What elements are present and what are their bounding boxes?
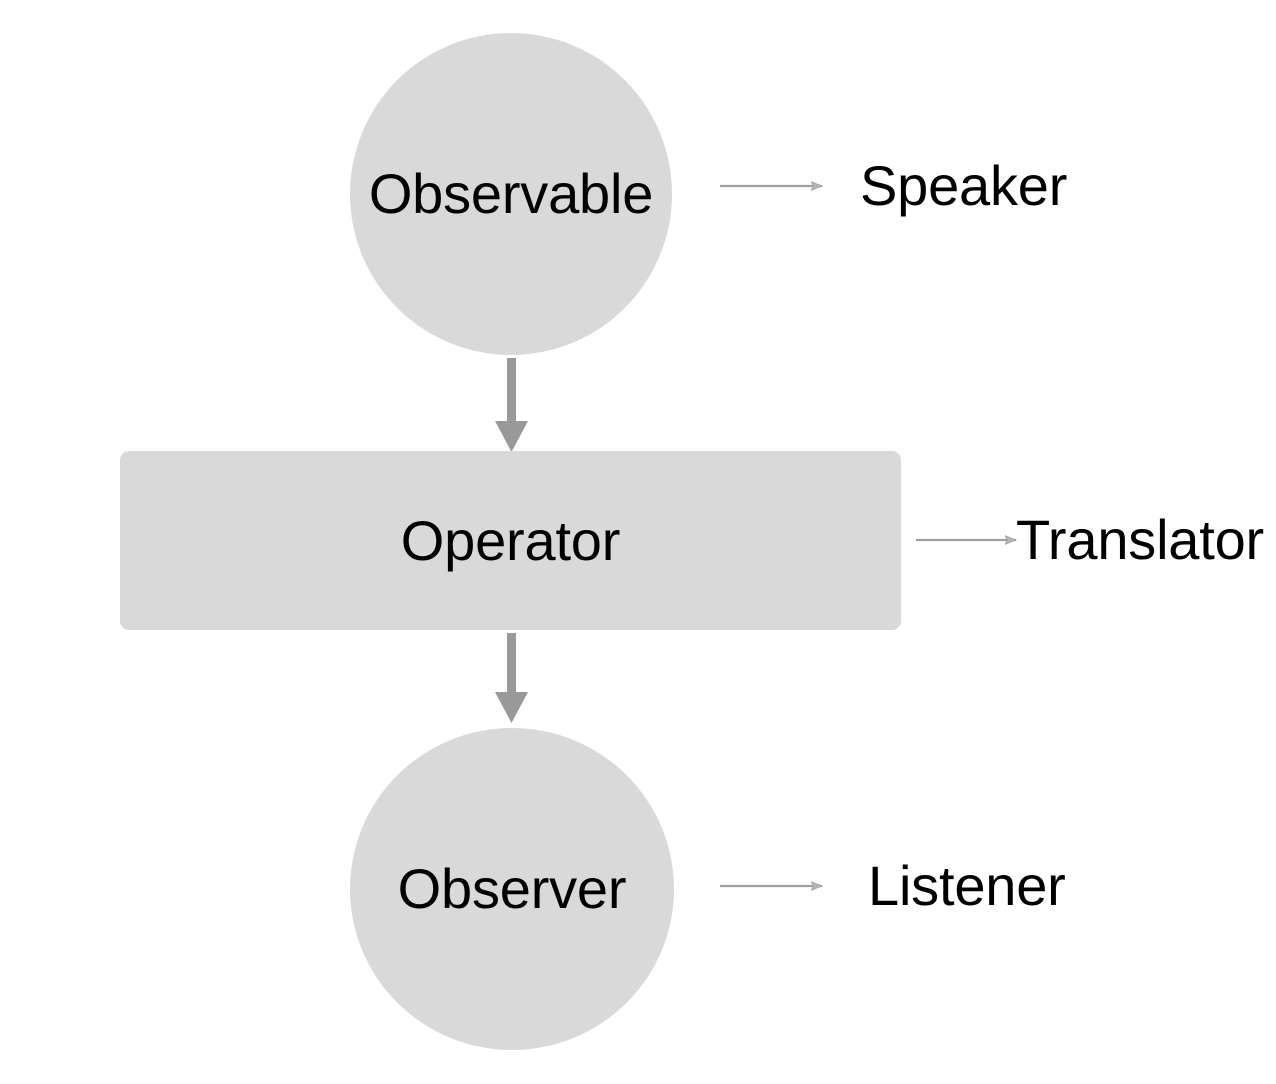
annotation-label-listener: Listener: [868, 854, 1066, 917]
node-observable[interactable]: Observable: [350, 33, 672, 355]
flow-arrow-operator-to-observer: [495, 633, 528, 723]
annotation-label-translator: Translator: [1016, 508, 1265, 571]
flow-arrow-observable-to-operator: [495, 358, 528, 452]
node-observer-label: Observer: [397, 857, 627, 920]
node-operator[interactable]: Operator: [120, 451, 901, 630]
node-observer[interactable]: Observer: [350, 728, 674, 1050]
annotation-label-speaker: Speaker: [860, 154, 1068, 217]
node-observable-label: Observable: [368, 162, 654, 225]
node-operator-label: Operator: [400, 508, 621, 572]
